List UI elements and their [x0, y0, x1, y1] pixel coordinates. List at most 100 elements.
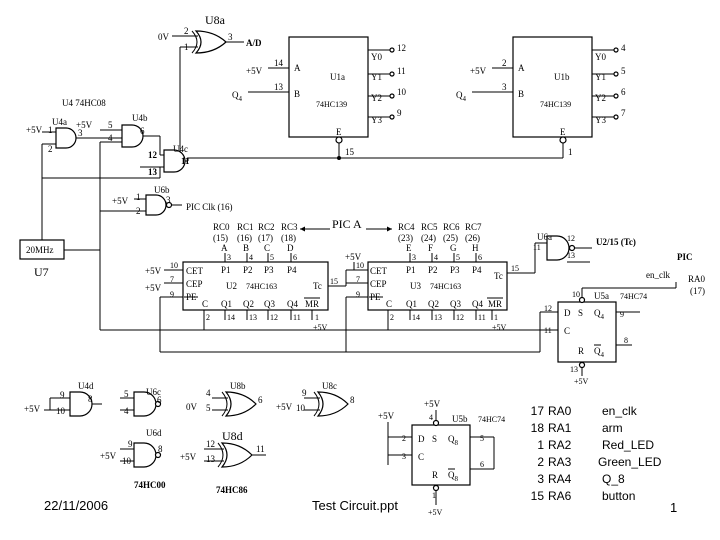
- u8b-xor-gate: [224, 391, 257, 417]
- footer-filename: Test Circuit.ppt: [312, 498, 398, 513]
- u4b-label: U4b: [132, 113, 148, 123]
- u4a-and-gate: [55, 127, 77, 149]
- pin-port: RA2: [548, 438, 572, 452]
- u6c-label: U6c: [146, 387, 161, 397]
- u5b-pin5: 5: [480, 434, 484, 443]
- u1a-pin-y2: 10: [397, 87, 407, 97]
- rc4-label: RC4: [398, 222, 415, 232]
- u4b-pin4: 4: [108, 133, 113, 143]
- u1b-pin-y2: 6: [621, 87, 626, 97]
- u8d-vcc: +5V: [180, 452, 197, 462]
- u8c-label: U8c: [322, 381, 337, 391]
- u6b-label: U6b: [154, 185, 170, 195]
- u2-pin-q3: 12: [270, 313, 278, 322]
- rc5-pin: (24): [421, 233, 436, 243]
- u6a-pin12: 12: [567, 234, 575, 243]
- u3-mr-vcc: +5V: [492, 323, 507, 332]
- u3-pin-pe: 9: [356, 290, 360, 299]
- u1a-pin-a: 14: [274, 58, 284, 68]
- u5b-vcc-left: +5V: [378, 411, 395, 421]
- u2-c: C: [202, 299, 208, 309]
- u5b-pin6: 6: [480, 460, 484, 469]
- u1b-a-label: A: [518, 63, 525, 73]
- rc7-pin: (26): [465, 233, 480, 243]
- u1b-pin-y3: 7: [621, 108, 626, 118]
- u4a-pin2: 2: [48, 144, 53, 154]
- u2-part: 74HC163: [246, 282, 277, 291]
- u5b-label: U5b: [452, 414, 468, 424]
- u8c-pin9: 9: [302, 388, 307, 398]
- u3-pin-q1: 14: [412, 313, 420, 322]
- u2-pin-p1: 3: [227, 253, 231, 262]
- u2-q4: Q4: [287, 299, 298, 309]
- u3-p2: P2: [428, 265, 438, 275]
- u5a-pin10: 10: [572, 290, 580, 299]
- u3-pin-p4: 6: [478, 253, 482, 262]
- u2-cet: CET: [186, 266, 204, 276]
- u8a-label: U8a: [205, 13, 226, 27]
- u2-pin-pe: 9: [170, 290, 174, 299]
- u4b-and-gate: [121, 124, 144, 148]
- u3-part: 74HC163: [430, 282, 461, 291]
- u2-cep: CEP: [186, 279, 203, 289]
- u5a-flipflop-box: [557, 301, 617, 363]
- u3-q4: Q4: [472, 299, 483, 309]
- u4b-pin5: 5: [108, 120, 113, 130]
- u1a-pin-e: 15: [345, 147, 355, 157]
- u8a-pin2: 2: [184, 26, 189, 36]
- pic-a-right-labels: RC4 RC5 RC6 RC7 (23) (24) (25) (26) E F …: [398, 222, 482, 253]
- u1b-part: 74HC139: [540, 100, 571, 109]
- u3-p3: P3: [450, 265, 460, 275]
- u4b-vcc: +5V: [76, 120, 93, 130]
- u5a-r: R: [578, 346, 584, 356]
- u2-cet-vcc: +5V: [145, 266, 162, 276]
- rc2-pin: (17): [258, 233, 273, 243]
- u3-input-e: E: [406, 243, 412, 253]
- rc2-label: RC2: [258, 222, 275, 232]
- u1b-y2: Y2: [595, 93, 606, 103]
- u4a-vcc: +5V: [26, 125, 43, 135]
- u5b-qbar: Q8: [448, 470, 459, 483]
- u3-tc: Tc: [494, 271, 503, 281]
- u6b-nand-gate: [145, 194, 167, 216]
- pin-table-row: 1 RA2 Red_LED: [537, 438, 654, 452]
- u5a-pin11: 11: [544, 326, 552, 335]
- u4c-pin13: 13: [148, 167, 158, 177]
- u5a-part: 74HC74: [620, 292, 647, 301]
- u1b-y0: Y0: [595, 52, 606, 62]
- pin-signal: en_clk: [602, 404, 638, 418]
- u1a-pin-y0: 12: [397, 43, 406, 53]
- u1a-outputs: [368, 47, 395, 120]
- u1b-e-label: E: [560, 127, 566, 137]
- u1b-outputs: [592, 47, 619, 120]
- u8b-input-0v: 0V: [186, 402, 198, 412]
- u1b-y1: Y1: [595, 72, 606, 82]
- u5b-flipflop-box: [411, 424, 471, 486]
- u1a-b-label: B: [294, 89, 300, 99]
- u1a-y3: Y3: [371, 115, 382, 125]
- u1a-y2: Y2: [371, 93, 382, 103]
- pin-number: 15: [531, 489, 545, 503]
- pin-signal: Green_LED: [598, 455, 662, 469]
- u8c-pin8: 8: [350, 395, 355, 405]
- u2-pin-p4: 6: [293, 253, 297, 262]
- u5b-vcc-top: +5V: [424, 399, 441, 409]
- u4c-pin12: 12: [148, 150, 158, 160]
- rc1-label: RC1: [237, 222, 254, 232]
- u6a-output-label: U2/15 (Tc): [596, 237, 636, 247]
- u1b-pin-y0: 4: [621, 43, 626, 53]
- u3-cet: CET: [370, 266, 388, 276]
- rc5-label: RC5: [421, 222, 438, 232]
- rc4-pin: (23): [398, 233, 413, 243]
- u3-c: C: [386, 299, 392, 309]
- u3-pin-cet: 10: [356, 261, 364, 270]
- u1a-decoder-box: [288, 36, 369, 138]
- u1a-enable-bubble: [335, 136, 343, 144]
- u8b-pin5: 5: [206, 403, 211, 413]
- pin-signal: Q_8: [602, 472, 625, 486]
- u6b-vcc: +5V: [112, 196, 129, 206]
- u3-q2: Q2: [428, 299, 439, 309]
- ra0-pin: (17): [690, 286, 705, 296]
- u8c-vcc: +5V: [276, 402, 293, 412]
- u3-cep: CEP: [370, 279, 387, 289]
